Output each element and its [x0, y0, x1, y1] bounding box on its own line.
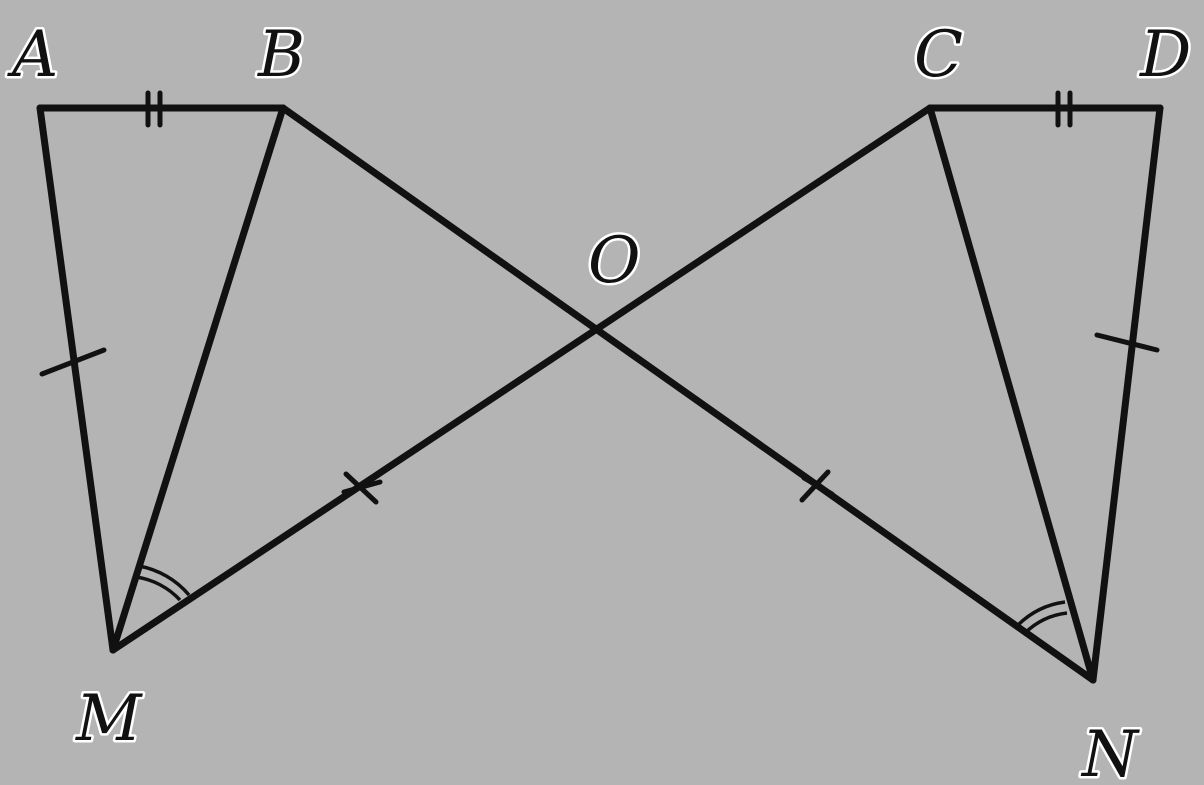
segment-AM	[36, 104, 117, 654]
label-M: M	[75, 682, 143, 756]
label-O: O	[588, 224, 640, 298]
cross-mark-OM	[341, 471, 383, 505]
segment-DN	[1089, 104, 1164, 684]
label-C: C	[914, 18, 963, 92]
label-A: A	[7, 18, 58, 92]
single-tick-AM	[39, 347, 107, 377]
segment-CN	[926, 104, 1097, 684]
double-tick-AB	[145, 90, 163, 128]
angle-arc-N	[1016, 600, 1068, 635]
angle-arc-M	[135, 564, 191, 602]
label-D: D	[1139, 18, 1191, 92]
cross-mark-ON	[799, 469, 835, 503]
segment-BM	[109, 104, 287, 654]
single-tick-DN	[1094, 332, 1160, 353]
segment-CM	[109, 104, 934, 654]
label-N: N	[1080, 718, 1140, 785]
segment-BN	[279, 104, 1097, 684]
label-B: B	[257, 18, 305, 92]
double-tick-CD	[1055, 90, 1073, 128]
